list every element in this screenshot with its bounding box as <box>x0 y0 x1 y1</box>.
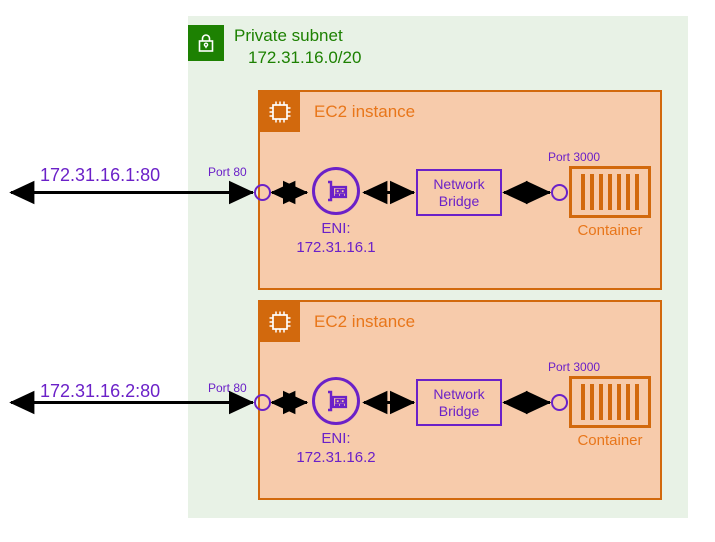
external-ip-label-1: 172.31.16.1:80 <box>40 165 161 185</box>
container-bar <box>599 174 603 210</box>
container-bar <box>617 174 621 210</box>
container-bar <box>626 384 630 420</box>
container-bar <box>626 174 630 210</box>
container-bar <box>617 384 621 420</box>
lock-icon <box>188 25 224 61</box>
ec2-instance-box-1: EC2 instance <box>258 90 662 290</box>
eni-label-2: ENI: 172.31.16.2 <box>271 430 401 468</box>
container-bar <box>608 384 612 420</box>
eni-label-1: ENI: 172.31.16.1 <box>271 220 401 258</box>
container-bar <box>590 384 594 420</box>
network-bridge-line2-1: Bridge <box>438 192 480 209</box>
network-bridge-line1-2: Network <box>433 385 485 402</box>
network-bridge-box-1: Network Bridge <box>416 169 502 216</box>
port-in-node-2 <box>254 394 271 411</box>
container-bar <box>635 384 639 420</box>
ec2-instance-title-1: EC2 instance <box>314 102 416 121</box>
external-ip-label-2: 172.31.16.2:80 <box>40 381 161 401</box>
port-out-node-2 <box>551 394 568 411</box>
network-interface-icon <box>312 167 360 215</box>
private-subnet-title: Private subnet <box>234 26 343 45</box>
eni-title-2: ENI: <box>321 430 351 447</box>
port-out-label-1: Port 3000 <box>548 150 601 164</box>
cpu-chip-icon <box>260 92 300 132</box>
private-subnet-cidr: 172.31.16.0/20 <box>248 47 362 67</box>
container-bar <box>581 384 585 420</box>
container-label-1: Container <box>577 222 643 239</box>
network-interface-icon <box>312 377 360 425</box>
network-bridge-box-2: Network Bridge <box>416 379 502 426</box>
container-icon <box>569 376 651 428</box>
port-in-node-1 <box>254 184 271 201</box>
container-group-1: Container <box>560 166 660 239</box>
container-icon <box>569 166 651 218</box>
container-bar <box>599 384 603 420</box>
container-label-2: Container <box>577 432 643 449</box>
container-bar <box>581 174 585 210</box>
private-subnet-header: Private subnet 172.31.16.0/20 <box>188 25 361 69</box>
eni-ip-2: 172.31.16.2 <box>296 448 376 466</box>
ec2-instance-header-1: EC2 instance <box>260 92 415 132</box>
cpu-chip-icon <box>260 302 300 342</box>
port-in-label-1: Port 80 <box>208 165 247 179</box>
eni-group-2: ENI: 172.31.16.2 <box>271 377 401 468</box>
network-bridge-line1-1: Network <box>433 175 485 192</box>
port-out-label-2: Port 3000 <box>548 360 601 374</box>
eni-title-1: ENI: <box>321 220 351 237</box>
port-in-label-2: Port 80 <box>208 381 247 395</box>
container-group-2: Container <box>560 376 660 449</box>
eni-ip-1: 172.31.16.1 <box>296 238 376 256</box>
ec2-instance-header-2: EC2 instance <box>260 302 415 342</box>
eni-group-1: ENI: 172.31.16.1 <box>271 167 401 258</box>
container-bar <box>635 174 639 210</box>
port-out-node-1 <box>551 184 568 201</box>
container-bar <box>608 174 612 210</box>
network-bridge-line2-2: Bridge <box>438 402 480 419</box>
container-bar <box>590 174 594 210</box>
ec2-instance-title-2: EC2 instance <box>314 312 416 331</box>
